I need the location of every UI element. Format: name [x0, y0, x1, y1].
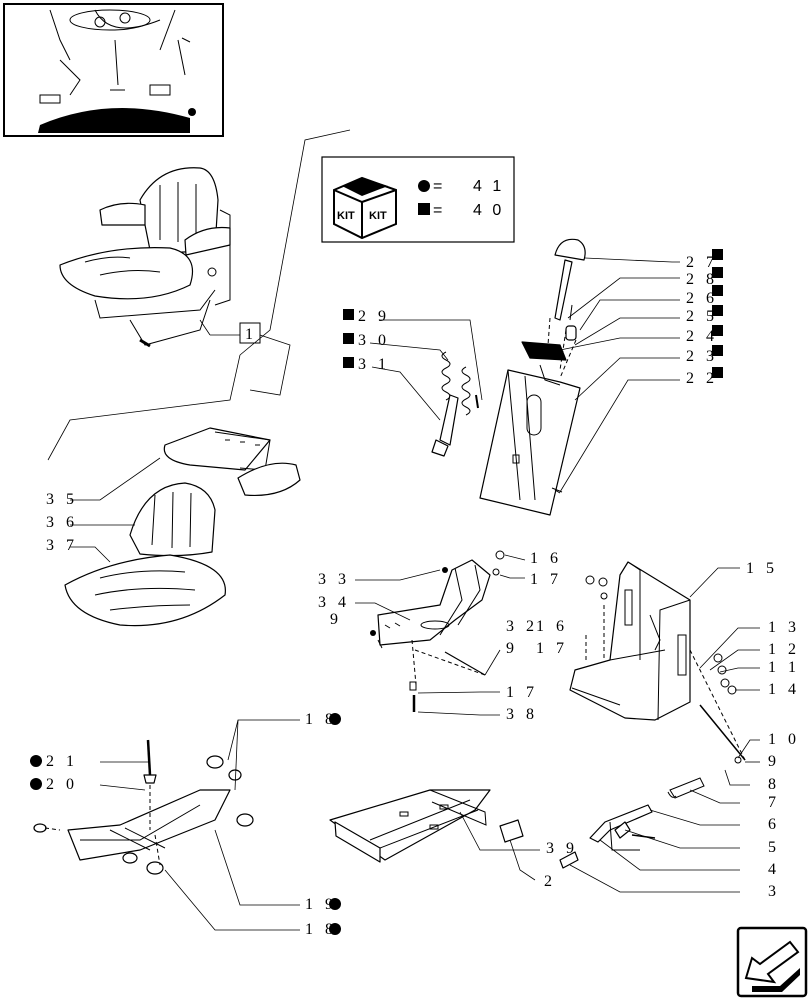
label-16: 1 6: [530, 550, 562, 567]
square-marker: [343, 333, 354, 344]
square-marker: [712, 345, 723, 356]
label-9-right: 9: [768, 753, 780, 770]
label-13: 1 3: [768, 619, 800, 636]
label-37: 3 7: [46, 537, 78, 554]
label-17-lower: 1 7: [506, 684, 538, 701]
label-25: 2 5: [686, 308, 718, 325]
cushion-parts: [64, 427, 301, 627]
label-27: 2 7: [686, 254, 718, 271]
square-kit-value: 4 0: [473, 202, 504, 219]
next-page-arrow-icon[interactable]: [736, 926, 808, 998]
label-20: 2 0: [46, 776, 78, 793]
lower-right-parts: [499, 777, 705, 869]
label-31: 3 1: [358, 356, 390, 373]
label-2: 2: [544, 873, 556, 890]
label-34: 3 4: [318, 594, 350, 611]
square-equals: =: [433, 202, 445, 219]
label-10: 1 0: [768, 731, 800, 748]
square-marker: [712, 249, 723, 260]
label-15: 1 5: [746, 560, 778, 577]
label-28: 2 8: [686, 271, 718, 288]
kit-legend: KIT KIT = 4 1 = 4 0: [321, 156, 515, 243]
square-marker: [343, 309, 354, 320]
circle-marker: [30, 755, 42, 767]
square-marker: [712, 325, 723, 336]
square-marker: [343, 357, 354, 368]
label-38: 3 8: [506, 706, 538, 723]
circle-kit-value: 4 1: [473, 178, 504, 195]
label-14: 1 4: [768, 681, 800, 698]
label-5: 5: [768, 839, 780, 856]
label-30: 3 0: [358, 332, 390, 349]
label-36: 3 6: [46, 514, 78, 531]
kit-box-icon: KIT KIT: [333, 176, 397, 240]
label-7: 7: [768, 794, 780, 811]
kit-word-right: KIT: [369, 210, 387, 222]
slide-rail: [329, 789, 491, 863]
seat-base-frame: [569, 561, 746, 764]
label-8: 8: [768, 776, 780, 793]
spring-assembly: [431, 351, 479, 457]
circle-marker: [30, 778, 42, 790]
label-32: 3 2: [506, 618, 538, 635]
circle-marker: [329, 713, 341, 725]
center-bracket: [370, 550, 505, 712]
label-26: 2 6: [686, 290, 718, 307]
circle-equals: =: [433, 178, 445, 195]
label-9-left: 9: [330, 611, 342, 628]
seat-assembly: [59, 167, 231, 348]
square-marker: [712, 285, 723, 296]
callout-box: [239, 322, 261, 344]
circle-marker: [329, 923, 341, 935]
square-marker: [712, 305, 723, 316]
label-33: 3 3: [318, 571, 350, 588]
label-39: 3 9: [546, 840, 578, 857]
label-35: 3 5: [46, 491, 78, 508]
label-9-center: 9: [506, 640, 518, 657]
label-12: 1 2: [768, 641, 800, 658]
label-18-upper: 1 8: [305, 711, 337, 728]
square-marker: [712, 267, 723, 278]
callout-box-number: 1: [245, 326, 257, 343]
tractor-cab-thumbnail[interactable]: [3, 3, 224, 137]
label-6: 6: [768, 816, 780, 833]
label-18-lower: 1 8: [305, 921, 337, 938]
suspension-linkage: [33, 739, 254, 875]
circle-symbol-icon: [418, 180, 430, 192]
label-23: 2 3: [686, 348, 718, 365]
square-symbol-icon: [418, 203, 430, 215]
label-17-upper: 1 7: [530, 571, 562, 588]
kit-word-left: KIT: [337, 210, 355, 222]
label-21: 2 1: [46, 753, 78, 770]
label-3: 3: [768, 883, 780, 900]
label-1-7: 1 7: [536, 640, 568, 657]
label-4: 4: [768, 861, 780, 878]
label-19: 1 9: [305, 896, 337, 913]
label-11: 1 1: [768, 659, 800, 676]
label-22: 2 2: [686, 370, 718, 387]
square-marker: [712, 367, 723, 378]
circle-marker: [329, 898, 341, 910]
label-24: 2 4: [686, 328, 718, 345]
lever-assembly: [479, 238, 586, 516]
label-29: 2 9: [358, 308, 390, 325]
label-1-6: 1 6: [536, 618, 568, 635]
